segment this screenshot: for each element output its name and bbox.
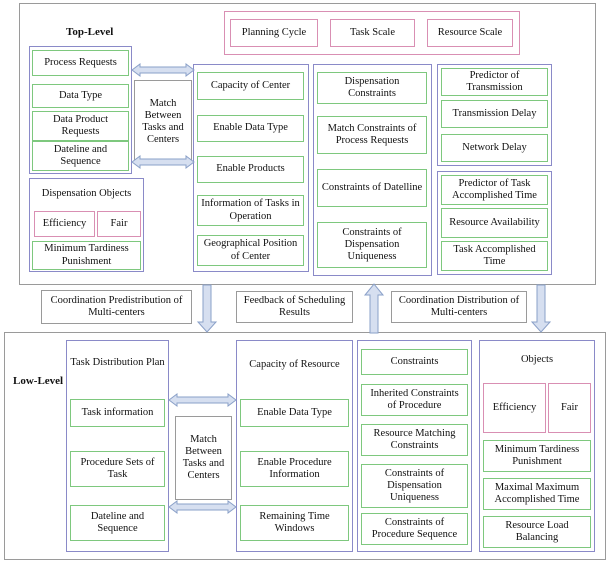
low-level-label: Low-Level [13,375,64,387]
center-enable-products: Enable Products [197,156,304,183]
low-double-arrow-lower [168,500,237,514]
accomplished-title: Predictor of Task Accomplished Time [441,175,548,205]
low-constraint-uniqueness: Constraints of Dispensation Uniqueness [361,464,468,508]
top-double-arrow-upper [131,63,195,77]
capacity-of-resource-title: Capacity of Resource [249,358,340,370]
dispensation-efficiency: Efficiency [34,211,95,237]
low-double-arrow-upper [168,393,237,407]
coordination-predistribution-label: Coordination Predistribution of Multi-ce… [41,290,192,324]
max-accomplished-time: Maximal Maximum Accomplished Time [483,478,591,510]
inherited-constraints: Inherited Constraints of Procedure [361,384,468,416]
process-data-product-requests: Data Product Requests [32,111,129,141]
transmission-title: Predictor of Transmission [441,68,548,96]
top-level-label: Top-Level [66,26,114,38]
dispensation-fair: Fair [97,211,141,237]
procedure-sets: Procedure Sets of Task [70,451,165,487]
constraint-uniqueness: Constraints of Dispensation Uniqueness [317,222,427,268]
dispensation-min-tardiness: Minimum Tardiness Punishment [32,241,141,270]
coordination-distribution-label: Coordination Distribution of Multi-cente… [391,291,527,323]
resource-enable-data-type: Enable Data Type [240,399,349,427]
transmission-delay: Transmission Delay [441,100,548,128]
feedback-label: Feedback of Scheduling Results [236,291,353,323]
feedback-up-arrow [363,283,385,334]
predistribution-down-arrow [196,284,218,333]
center-geo-position: Geographical Position of Center [197,235,304,266]
process-requests-title: Process Requests [32,50,129,76]
top-double-arrow-lower [131,155,195,169]
constraint-match-process: Match Constraints of Process Requests [317,116,427,154]
header-resource-scale: Resource Scale [427,19,513,47]
low-dateline-sequence: Dateline and Sequence [70,505,165,541]
dispensation-objects-title: Dispensation Objects [41,187,132,199]
constraint-datelline: Constraints of Datelline [317,169,427,207]
distribution-down-arrow [530,284,552,333]
task-accomplished-time: Task Accomplished Time [441,241,548,271]
process-dateline-sequence: Dateline and Sequence [32,141,129,171]
top-match-box: Match Between Tasks and Centers [134,80,192,164]
capacity-of-center-title: Capacity of Center [197,72,304,100]
low-objects-title: Objects [520,353,554,365]
center-enable-data-type: Enable Data Type [197,115,304,142]
low-min-tardiness: Minimum Tardiness Punishment [483,440,591,472]
low-fair: Fair [548,383,591,433]
resource-matching-constraints: Resource Matching Constraints [361,424,468,456]
low-match-box: Match Between Tasks and Centers [175,416,232,500]
resource-load-balancing: Resource Load Balancing [483,516,591,548]
task-information: Task information [70,399,165,427]
process-data-type: Data Type [32,84,129,108]
low-constraints-title: Constraints [361,349,468,375]
task-distribution-title: Task Distribution Plan [70,356,165,368]
low-efficiency: Efficiency [483,383,546,433]
remaining-time-windows: Remaining Time Windows [240,505,349,541]
network-delay: Network Delay [441,134,548,162]
enable-procedure-information: Enable Procedure Information [240,451,349,487]
header-planning-cycle: Planning Cycle [230,19,318,47]
center-info-tasks: Information of Tasks in Operation [197,195,304,226]
resource-availability: Resource Availability [441,208,548,238]
procedure-sequence-constraints: Constraints of Procedure Sequence [361,513,468,545]
header-task-scale: Task Scale [330,19,415,47]
dispensation-constraints-title: Dispensation Constraints [317,72,427,104]
